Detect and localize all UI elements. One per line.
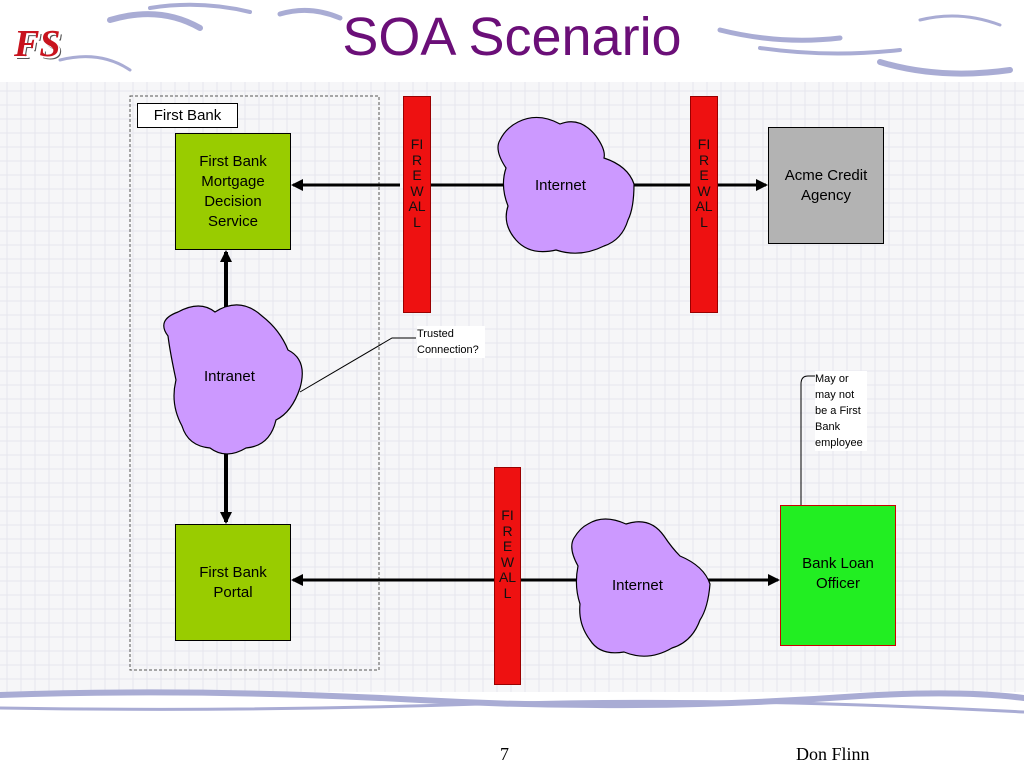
note-line: Trusted (417, 328, 454, 340)
node-line: Bank Loan (802, 555, 874, 572)
note-line: employee (815, 437, 863, 449)
node-line: Decision (204, 193, 262, 210)
firewall-label: FIREWALL (408, 136, 426, 230)
first-bank-boundary (129, 95, 380, 671)
first-bank-portal-node: First Bank Portal (175, 524, 291, 641)
firewall-label: FIREWALL (498, 507, 517, 601)
node-line: Agency (800, 187, 852, 204)
node-line: Officer (816, 575, 860, 592)
internet-bottom-label: Internet (612, 577, 663, 594)
author-name: Don Flinn (796, 744, 870, 764)
slide-title: SOA Scenario (342, 7, 682, 67)
note-line: be a First (815, 405, 861, 417)
bank-loan-officer-node: Bank Loan Officer (780, 505, 896, 646)
note-line: may not (815, 389, 855, 401)
firewall-top-left: FIREWALL (403, 96, 431, 313)
node-line: Acme Credit (784, 167, 868, 184)
node-line: Portal (213, 584, 253, 601)
internet-cloud-bottom (571, 518, 711, 657)
firewall-label: FIREWALL (695, 136, 713, 230)
firewall-top-right: FIREWALL (690, 96, 718, 313)
acme-credit-agency-node: Acme Credit Agency (768, 127, 884, 244)
firewall-bottom: FIREWALL (494, 467, 521, 685)
internet-cloud-top (497, 116, 635, 254)
mortgage-decision-service-node: First Bank Mortgage Decision Service (175, 133, 291, 250)
node-line: First Bank (199, 153, 267, 170)
first-bank-group-label: First Bank (137, 103, 238, 128)
employee-callout-line (800, 375, 816, 505)
internet-top-label: Internet (535, 177, 586, 194)
note-line: Connection? (417, 344, 479, 356)
trusted-connection-note: Trusted Connection? (417, 326, 485, 358)
intranet-label: Intranet (204, 368, 255, 385)
trusted-callout-line (299, 337, 416, 393)
node-line: Service (207, 213, 258, 230)
page-number: 7 (500, 744, 509, 764)
node-line: First Bank (199, 564, 267, 581)
note-line: May or (815, 373, 849, 385)
intranet-cloud (163, 304, 303, 455)
node-line: Mortgage (201, 173, 265, 190)
company-logo: FS (14, 23, 61, 65)
employee-note: May or may not be a First Bank employee (815, 371, 867, 451)
note-line: Bank (815, 421, 841, 433)
